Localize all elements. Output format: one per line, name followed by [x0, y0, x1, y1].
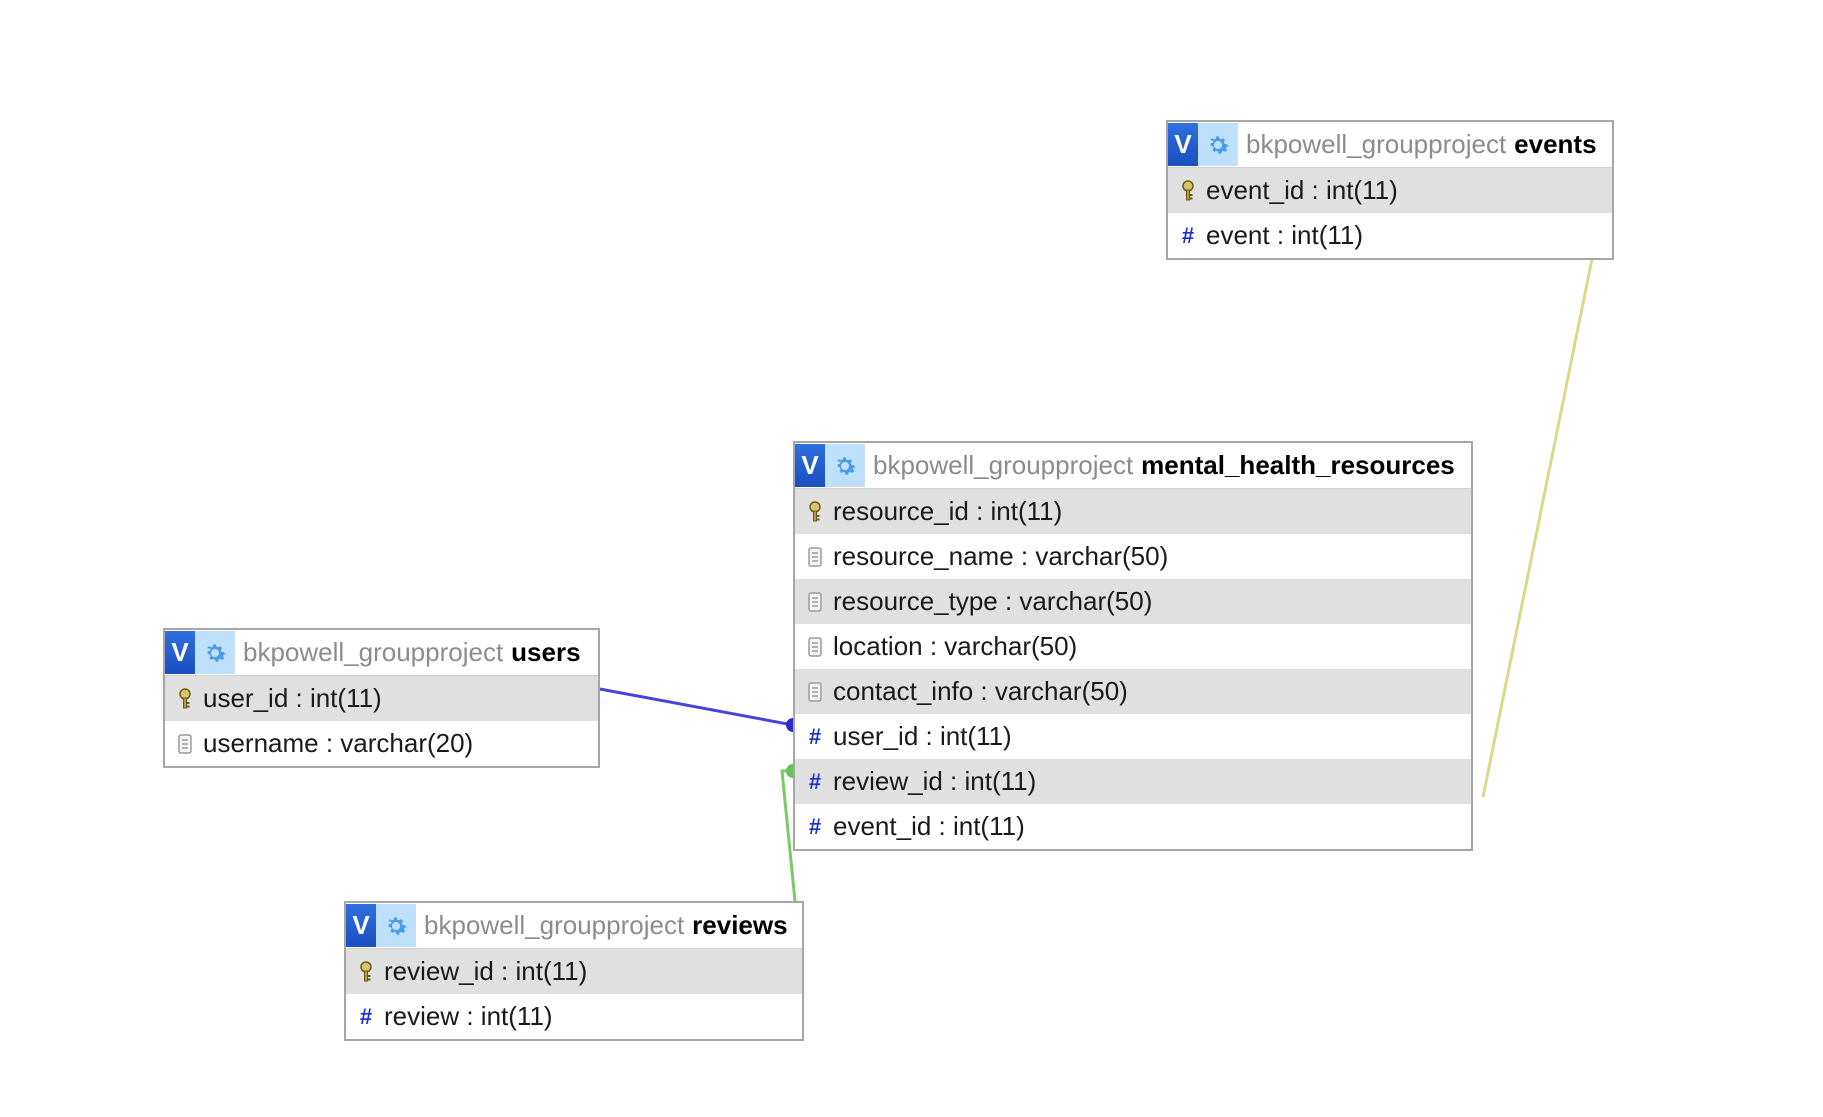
integer-icon: # [359, 1003, 373, 1029]
text-field-icon [805, 679, 825, 705]
column-label: user_id : int(11) [833, 721, 1012, 751]
table-name: users [511, 637, 581, 667]
integer-icon: # [808, 768, 822, 794]
integer-icon: # [808, 723, 822, 749]
column-list: review_id : int(11) # review : int(11) [346, 949, 802, 1039]
column-row[interactable]: # event_id : int(11) [795, 804, 1471, 849]
table-header: V bkpowell_groupproject reviews [346, 903, 802, 949]
column-row[interactable]: resource_id : int(11) [795, 489, 1471, 534]
primary-key-icon [805, 499, 825, 525]
primary-key-icon [175, 686, 195, 712]
gear-icon[interactable] [195, 631, 235, 674]
table-mental-health-resources[interactable]: V bkpowell_groupproject mental_health_re… [793, 441, 1473, 851]
text-field-icon [805, 544, 825, 570]
integer-icon: # [808, 813, 822, 839]
text-field-icon [805, 589, 825, 615]
toggle-columns-button[interactable]: V [795, 444, 825, 487]
column-row[interactable]: # review : int(11) [346, 994, 802, 1039]
table-header: V bkpowell_groupproject users [165, 630, 598, 676]
column-list: user_id : int(11) username : varchar(20) [165, 676, 598, 766]
text-field-icon [175, 731, 195, 757]
column-label: event_id : int(11) [1206, 175, 1398, 205]
relation-events-mhr [1481, 258, 1594, 798]
table-reviews[interactable]: V bkpowell_groupproject reviews review_i… [344, 901, 804, 1041]
column-row[interactable]: review_id : int(11) [346, 949, 802, 994]
column-row[interactable]: event_id : int(11) [1168, 168, 1612, 213]
column-label: review_id : int(11) [833, 766, 1037, 796]
database-name: bkpowell_groupproject [243, 637, 504, 667]
integer-icon: # [1181, 222, 1195, 248]
column-row[interactable]: username : varchar(20) [165, 721, 598, 766]
column-label: location : varchar(50) [833, 631, 1078, 661]
primary-key-icon [356, 959, 376, 985]
column-label: resource_name : varchar(50) [833, 541, 1169, 571]
column-row[interactable]: user_id : int(11) [165, 676, 598, 721]
table-users[interactable]: V bkpowell_groupproject users user_id : … [163, 628, 600, 768]
relation-users-mhr [599, 687, 794, 727]
column-row[interactable]: contact_info : varchar(50) [795, 669, 1471, 714]
column-row[interactable]: resource_name : varchar(50) [795, 534, 1471, 579]
column-row[interactable]: location : varchar(50) [795, 624, 1471, 669]
column-label: review_id : int(11) [384, 956, 588, 986]
column-label: resource_type : varchar(50) [833, 586, 1153, 616]
primary-key-icon [1178, 178, 1198, 204]
column-label: user_id : int(11) [203, 683, 382, 713]
table-events[interactable]: V bkpowell_groupproject events event_id … [1166, 120, 1614, 260]
column-list: resource_id : int(11) resource_name : va… [795, 489, 1471, 849]
column-label: event_id : int(11) [833, 811, 1025, 841]
column-label: event : int(11) [1206, 220, 1364, 250]
table-name: reviews [692, 910, 788, 940]
database-name: bkpowell_groupproject [873, 450, 1134, 480]
gear-icon[interactable] [825, 444, 865, 487]
database-name: bkpowell_groupproject [1246, 129, 1507, 159]
table-name: mental_health_resources [1141, 450, 1455, 480]
toggle-columns-button[interactable]: V [346, 904, 376, 947]
column-row[interactable]: # user_id : int(11) [795, 714, 1471, 759]
gear-icon[interactable] [376, 904, 416, 947]
toggle-columns-button[interactable]: V [165, 631, 195, 674]
column-list: event_id : int(11) # event : int(11) [1168, 168, 1612, 258]
table-header: V bkpowell_groupproject mental_health_re… [795, 443, 1471, 489]
column-row[interactable]: resource_type : varchar(50) [795, 579, 1471, 624]
column-row[interactable]: # event : int(11) [1168, 213, 1612, 258]
column-label: resource_id : int(11) [833, 496, 1063, 526]
column-label: review : int(11) [384, 1001, 553, 1031]
column-row[interactable]: # review_id : int(11) [795, 759, 1471, 804]
column-label: contact_info : varchar(50) [833, 676, 1128, 706]
table-name: events [1514, 129, 1597, 159]
toggle-columns-button[interactable]: V [1168, 123, 1198, 166]
database-name: bkpowell_groupproject [424, 910, 685, 940]
column-label: username : varchar(20) [203, 728, 474, 758]
table-header: V bkpowell_groupproject events [1168, 122, 1612, 168]
text-field-icon [805, 634, 825, 660]
gear-icon[interactable] [1198, 123, 1238, 166]
